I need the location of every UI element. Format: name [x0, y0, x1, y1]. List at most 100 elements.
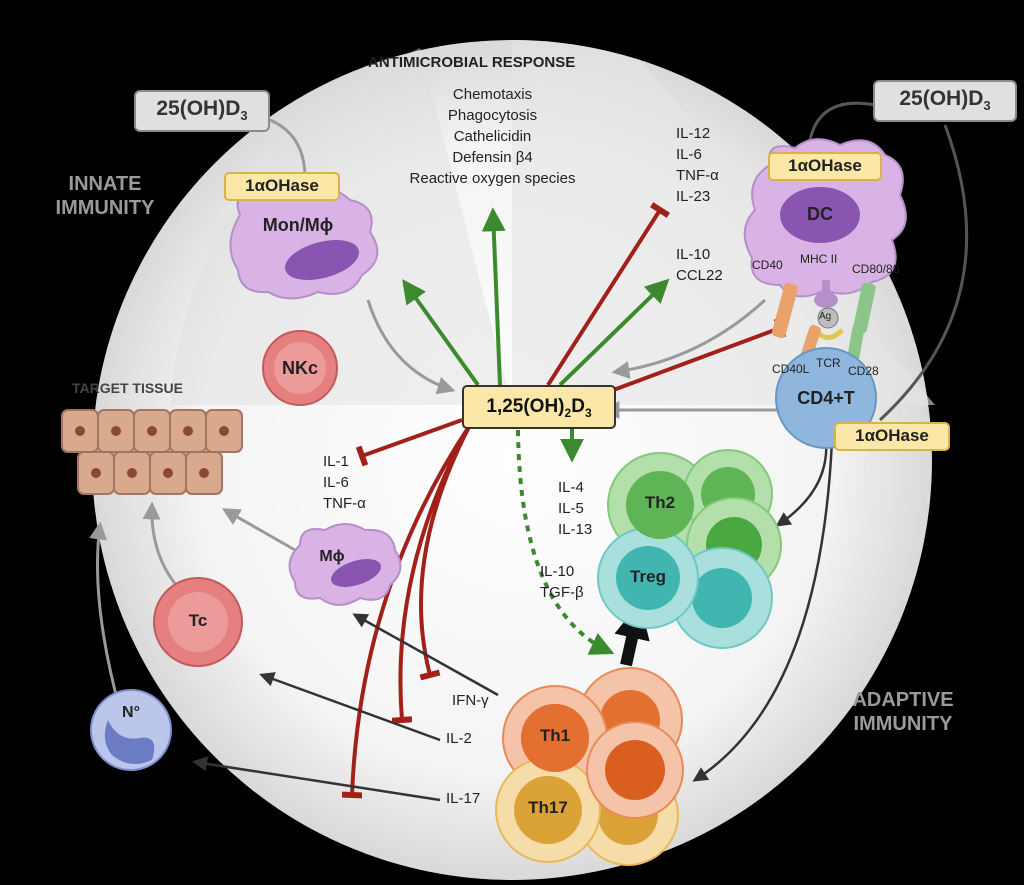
- precursor-left-link: [269, 118, 307, 179]
- cytokine: IL-5: [558, 500, 584, 517]
- th17-label: Th17: [528, 798, 568, 817]
- vitd-main: 1,25(OH): [486, 396, 565, 417]
- mon-mac-label: Mon/Mϕ: [262, 215, 334, 235]
- arrow-neutrophil-to-tissue: [89, 521, 122, 711]
- cd80-label: CD80/86: [852, 262, 900, 276]
- arrow-cd4-to-th1: [692, 439, 834, 782]
- enzyme-box-cd4: 1αOHase: [834, 422, 950, 451]
- tcr-label: TCR: [816, 356, 841, 370]
- cd28-receptor: [847, 324, 865, 361]
- inhibit-il2: [391, 424, 472, 724]
- nk-label: NKc: [281, 358, 318, 378]
- treg-label: Treg: [630, 567, 666, 586]
- tc-label: Tc: [188, 611, 208, 630]
- precursor-left-text: 25(OH)D: [156, 97, 241, 120]
- cytokine: IL-23: [676, 188, 711, 205]
- innate-line1: INNATE: [68, 173, 142, 195]
- antimicrobial-item: Chemotaxis: [452, 86, 533, 103]
- treg-induced-cytokines: IL-10 TGF-β: [540, 561, 584, 603]
- antimicrobial-item: Cathelicidin: [453, 128, 532, 145]
- vitd-sub1: 2: [564, 405, 572, 420]
- mac-inhibited-cytokines: IL-1 IL-6 TNF-α: [323, 451, 366, 514]
- mhc-stalk: [822, 280, 830, 298]
- arrow-vitd-to-il10: [558, 278, 670, 387]
- cd40l-label: CD40L: [772, 362, 810, 376]
- precursor-right-link-dc: [808, 101, 876, 141]
- arrow-mon-to-vitd: [366, 299, 456, 395]
- ag-label: Ag: [819, 311, 832, 322]
- neutrophil-label: N°: [122, 704, 140, 721]
- cd40-label: CD40: [752, 258, 783, 272]
- th2-induced-cytokines: IL-4 IL-5 IL-13: [558, 477, 592, 540]
- antigen-marker: [817, 307, 839, 329]
- arrow-vitd-to-mon: [402, 279, 480, 387]
- th2-label: Th2: [644, 493, 676, 512]
- cd4-label: CD4+T: [797, 388, 855, 408]
- antimicrobial-item: Phagocytosis: [447, 107, 538, 124]
- il17-label: IL-17: [446, 790, 481, 807]
- il2-label: IL-2: [446, 730, 472, 747]
- target-tissue-label: TARGET TISSUE: [72, 380, 183, 396]
- inhibit-mac-cytokines: [355, 418, 463, 467]
- enzyme-box-dc: 1αOHase: [768, 152, 882, 181]
- cd80-receptor: [853, 282, 876, 334]
- antimicrobial-header: ANTIMICROBIAL RESPONSE: [368, 54, 576, 71]
- mac-cell: [288, 523, 402, 606]
- arrow-th1-to-treg: [614, 602, 650, 667]
- cytokine: IL-13: [558, 521, 593, 538]
- cytokine: IL-6: [676, 146, 702, 163]
- vitd-sub2: 3: [584, 405, 592, 420]
- cytokine: CCL22: [676, 267, 723, 284]
- arrow-ifn-to-mac: [352, 613, 499, 697]
- innate-line2: IMMUNITY: [55, 197, 155, 219]
- dc-inhibited-cytokines: IL-12 IL-6 TNF-α IL-23: [676, 123, 719, 207]
- antimicrobial-item: Reactive oxygen species: [409, 170, 576, 187]
- inhibit-cd40: [599, 317, 787, 397]
- arrow-vitd-to-treg-dashed: [516, 429, 615, 655]
- target-tissue: [61, 409, 243, 495]
- vitd-box: 1,25(OH)2D3: [462, 385, 616, 429]
- cytokine: IL-12: [676, 125, 711, 142]
- cytokine: IL-1: [323, 453, 349, 470]
- cytokine: TNF-α: [323, 495, 366, 512]
- tc-nucleus: [168, 592, 228, 652]
- innate-immunity-label: INNATE IMMUNITY: [40, 172, 170, 220]
- arrow-cd4-to-th2: [775, 439, 828, 527]
- mac-label: Mϕ: [319, 548, 345, 565]
- cytokine: IL-4: [558, 479, 584, 496]
- mhc-molecule: [814, 292, 838, 308]
- enzyme-box-mon: 1αOHase: [224, 172, 340, 201]
- cd40-receptor: [771, 283, 798, 338]
- adaptive-immunity-label: ADAPTIVE IMMUNITY: [828, 688, 978, 736]
- adaptive-line1: ADAPTIVE: [852, 689, 954, 711]
- dc-label: DC: [807, 204, 833, 224]
- antimicrobial-item: Defensin β4: [452, 149, 533, 166]
- cytokine: IL-10: [540, 563, 575, 580]
- mhc-label: MHC II: [800, 252, 838, 266]
- cytokine: TNF-α: [676, 167, 719, 184]
- cytokine: IL-6: [323, 474, 349, 491]
- precursor-right-text: 25(OH)D: [899, 87, 984, 110]
- th1-label: Th1: [539, 726, 571, 745]
- neutrophil-nucleus: [104, 720, 155, 764]
- cd28-label: CD28: [848, 364, 879, 378]
- dc-induced-cytokines: IL-10 CCL22: [676, 244, 723, 286]
- cytokine: TGF-β: [540, 584, 584, 601]
- precursor-left-sub: 3: [240, 108, 248, 124]
- nk-nucleus: [274, 342, 326, 394]
- dc-nucleus: [780, 187, 860, 243]
- mac-nucleus: [330, 559, 382, 587]
- ifn-label: IFN-γ: [452, 692, 489, 709]
- precursor-right-sub: 3: [983, 98, 991, 114]
- vitd-mid: D: [571, 396, 585, 417]
- adaptive-line2: IMMUNITY: [853, 713, 953, 735]
- precursor-right-link-cd4: [878, 124, 969, 422]
- arrow-il2-to-tc: [259, 672, 441, 742]
- arrow-il17-to-neutrophil: [192, 756, 441, 802]
- arrow-vitd-to-antimicrobial: [481, 207, 506, 386]
- cytokine: IL-10: [676, 246, 711, 263]
- precursor-right-box: 25(OH)D3: [873, 80, 1017, 122]
- precursor-left-box: 25(OH)D3: [134, 90, 270, 132]
